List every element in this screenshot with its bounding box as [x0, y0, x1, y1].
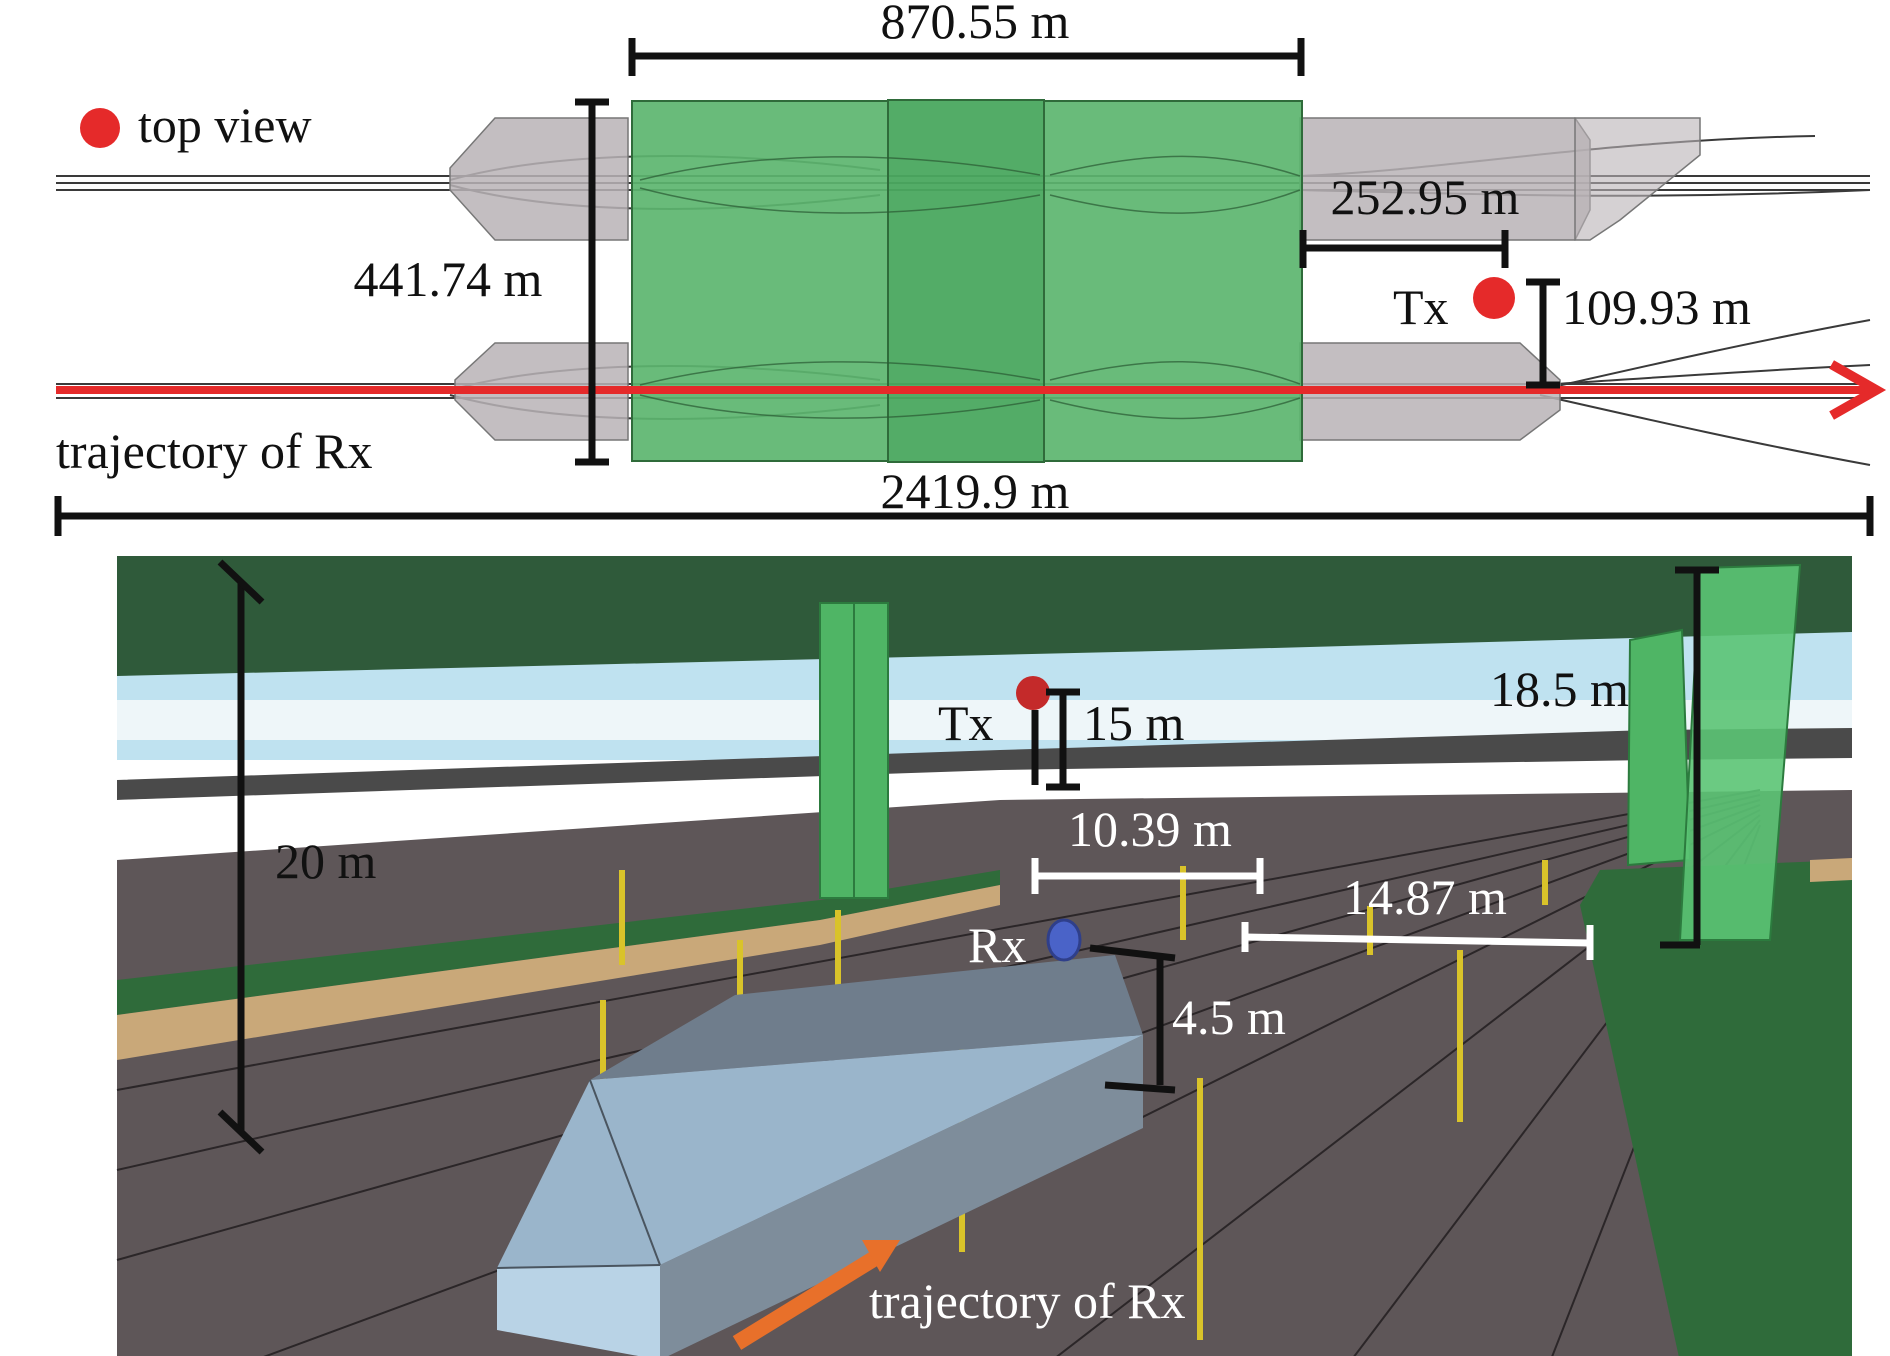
label-roof-height: 20 m	[275, 833, 377, 889]
legend-top-view-label: top view	[138, 97, 312, 153]
label-rx-height: 4.5 m	[1172, 989, 1286, 1045]
roof	[117, 556, 1852, 676]
dimension-tx-offset	[1299, 230, 1509, 268]
pillar-right-front	[1678, 563, 1802, 941]
tx-marker-top	[1473, 277, 1515, 319]
left-platform-green	[117, 870, 1000, 1015]
top-view-panel: 870.55 m 441.74 m 252.95 m Tx 109.93 m t…	[54, 0, 1887, 536]
train-nose-top	[497, 1035, 1143, 1268]
dimension-tx-to-track	[1526, 278, 1560, 389]
label-station-width: 870.55 m	[881, 0, 1070, 49]
dimension-rx-height	[1089, 944, 1176, 1094]
rx-marker	[1046, 918, 1082, 962]
dimension-tx-height	[1031, 688, 1080, 791]
perspective-view-panel: 20 m Tx 15 m 10.39 m Rx 4.5 m	[116, 556, 1852, 1356]
label-rx: Rx	[968, 917, 1026, 973]
pillar-right-back	[1626, 628, 1692, 867]
pillar-left	[819, 602, 889, 899]
label-pillar-height: 18.5 m	[1490, 661, 1629, 717]
label-total-length: 2419.9 m	[881, 463, 1070, 519]
legend-dot-icon	[80, 108, 120, 148]
dimension-station-height	[575, 98, 609, 466]
station-internal-tracks	[639, 155, 1301, 420]
distant-horizon	[117, 728, 1852, 800]
dimension-total-length	[54, 496, 1874, 536]
label-tx-height: 15 m	[1083, 695, 1185, 751]
dimension-station-width	[628, 38, 1305, 76]
upper-platform-hull	[449, 117, 1701, 241]
label-trajectory-top: trajectory of Rx	[56, 423, 373, 479]
dimension-roof-height	[217, 559, 265, 1155]
dimension-pillar-height	[1660, 566, 1719, 949]
label-tx-to-track: 109.93 m	[1562, 279, 1751, 335]
train	[496, 955, 1143, 1356]
label-tx-horizontal: 10.39 m	[1068, 801, 1232, 857]
catenary-poles	[600, 860, 1548, 1340]
dimension-tx-horizontal	[1031, 858, 1264, 894]
dimension-platform-gap	[1241, 922, 1594, 960]
label-platform-gap: 14.87 m	[1343, 869, 1507, 925]
label-tx-bottom: Tx	[938, 695, 994, 751]
train-side	[660, 1035, 1143, 1356]
tx-marker-bottom	[1016, 676, 1050, 710]
right-platform	[1580, 860, 1852, 1356]
trajectory-arrow-orange	[732, 1240, 900, 1350]
left-platform-tan	[117, 885, 1000, 1060]
distant-platform	[117, 758, 1852, 860]
station-building	[631, 99, 1303, 463]
label-tx-offset: 252.95 m	[1331, 169, 1520, 225]
label-station-height: 441.74 m	[354, 251, 543, 307]
label-trajectory-bottom: trajectory of Rx	[869, 1273, 1186, 1329]
label-tx-top: Tx	[1393, 279, 1449, 335]
train-front	[497, 1265, 660, 1356]
train-roof	[590, 955, 1143, 1080]
